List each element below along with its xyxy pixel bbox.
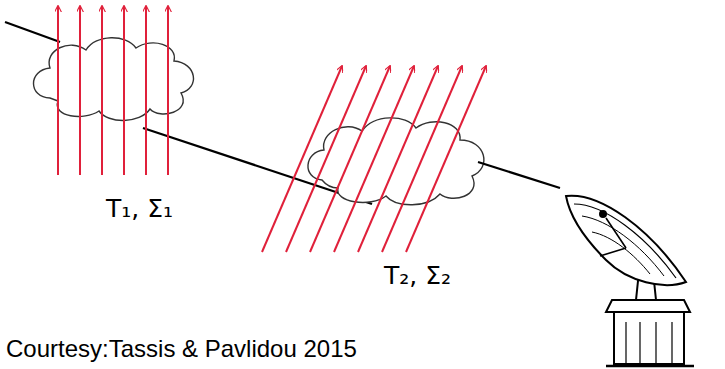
sight-line	[478, 162, 560, 188]
cloud-label: T₂, Σ₂	[382, 262, 453, 290]
credit-note: Courtesy:Tassis & Pavlidou 2015	[4, 336, 359, 362]
cloud-label: T₁, Σ₁	[104, 195, 175, 223]
radio-telescope	[566, 196, 694, 366]
field-arrows	[58, 6, 168, 175]
sight-line	[5, 22, 60, 42]
field-arrows	[262, 66, 486, 252]
